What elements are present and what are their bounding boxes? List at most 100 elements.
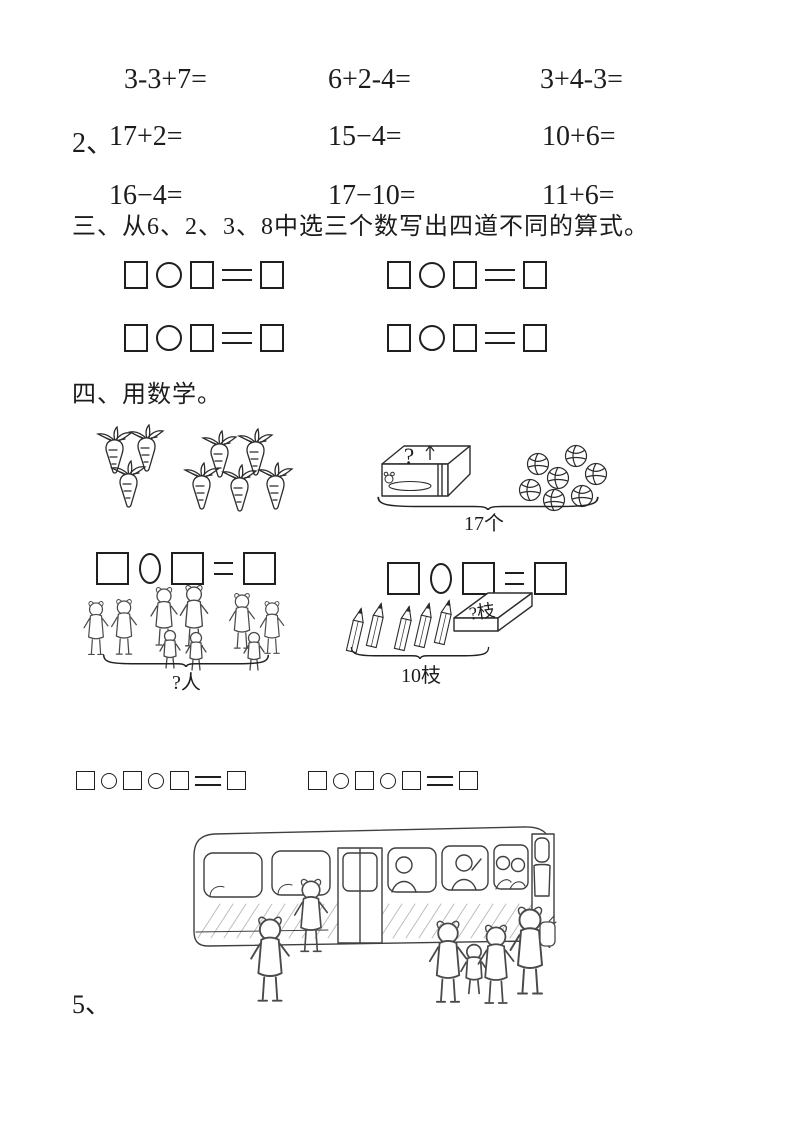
square-blank — [534, 562, 567, 595]
pencil-icon — [413, 602, 432, 649]
equals-sign — [222, 269, 252, 281]
pencil-total-label: 10枝 — [401, 665, 441, 687]
bottom-equation-template-left — [76, 771, 246, 790]
carrot-group-2 — [183, 428, 297, 516]
carrot-icon — [201, 430, 238, 478]
arith-problem: 3+4-3= — [540, 64, 623, 95]
circle-blank — [430, 563, 452, 594]
carrot-icon — [183, 462, 220, 510]
box-slot — [388, 480, 432, 492]
box-side-face — [447, 445, 471, 497]
arith-problem: 3-3+7= — [124, 64, 207, 95]
pencil-group-1 — [345, 602, 390, 660]
square-blank — [124, 324, 148, 352]
carrot-icon — [110, 460, 147, 508]
up-arrow-icon — [425, 445, 435, 460]
section-four-title: 四、用数学。 — [72, 382, 222, 408]
pencil-box-side — [497, 592, 533, 632]
arith-problem: 6+2-4= — [328, 64, 411, 95]
child-figure — [111, 598, 137, 655]
basketball-group — [512, 440, 610, 512]
carrot-icon — [221, 464, 258, 512]
circle-blank — [139, 553, 161, 584]
square-blank — [462, 562, 495, 595]
basketball-icon — [526, 452, 550, 476]
child-figure — [460, 943, 488, 995]
pencil-box-label: ?枝 — [467, 600, 497, 624]
circle-blank — [156, 262, 182, 288]
square-blank — [243, 552, 276, 585]
square-blank — [76, 771, 95, 790]
circle-blank — [333, 772, 349, 789]
carrot-icon — [96, 426, 133, 474]
bus-illustration — [193, 826, 557, 1004]
brace-pencils — [350, 646, 490, 659]
arith-problem: 11+6= — [542, 180, 615, 211]
equation-template-left — [96, 552, 276, 585]
carrot-icon — [128, 424, 165, 472]
children-total-label: ?人 — [172, 672, 201, 694]
square-blank — [402, 771, 421, 790]
pencil-icon — [393, 605, 412, 652]
brace-children — [102, 654, 270, 667]
child-figure — [259, 601, 285, 654]
square-blank — [260, 261, 284, 289]
small-mouse-doodle — [383, 471, 395, 484]
basketball-icon — [584, 462, 608, 486]
pencil-box-illustration — [453, 592, 533, 632]
square-blank — [190, 324, 214, 352]
equals-sign — [505, 572, 524, 585]
passenger-head — [391, 856, 417, 893]
passenger-head — [451, 854, 482, 891]
equals-sign — [427, 775, 453, 786]
square-blank — [453, 324, 477, 352]
equation-template-right — [387, 562, 567, 595]
square-blank — [260, 324, 284, 352]
pencil-group-2 — [393, 599, 458, 659]
passenger-head — [495, 855, 526, 890]
circle-blank — [419, 325, 445, 351]
square-blank — [124, 261, 148, 289]
basketball-icon — [564, 444, 588, 468]
square-blank — [355, 771, 374, 790]
square-blank — [523, 261, 547, 289]
pencil-icon — [345, 607, 364, 654]
bus-window — [271, 850, 331, 896]
equals-sign — [195, 775, 221, 786]
backpack — [539, 921, 556, 947]
equals-sign — [222, 332, 252, 344]
circle-blank — [419, 262, 445, 288]
circle-blank — [148, 772, 164, 789]
basketball-icon — [570, 484, 594, 508]
basketball-icon — [518, 478, 542, 502]
circle-blank — [156, 325, 182, 351]
item-number-5: 5、 — [72, 990, 112, 1019]
square-blank — [387, 324, 411, 352]
bus-middle-door — [337, 847, 383, 944]
square-blank — [190, 261, 214, 289]
equals-sign — [485, 332, 515, 344]
basketball-icon — [546, 466, 570, 490]
square-blank — [387, 261, 411, 289]
arith-problem: 17+2= — [109, 121, 183, 152]
child-figure — [83, 600, 109, 656]
basketball-icon — [542, 488, 566, 512]
square-blank — [227, 771, 246, 790]
square-blank — [523, 324, 547, 352]
blank-equation-template — [387, 261, 547, 289]
bus-window — [203, 852, 263, 898]
arith-problem: 16−4= — [109, 180, 183, 211]
basketball-total-label: 17个 — [464, 513, 504, 535]
carrot-icon — [237, 428, 274, 476]
square-blank — [170, 771, 189, 790]
square-blank — [387, 562, 420, 595]
square-blank — [459, 771, 478, 790]
square-blank — [453, 261, 477, 289]
box-question-mark: ? — [404, 444, 415, 469]
circle-blank — [101, 772, 117, 789]
square-blank — [123, 771, 142, 790]
arith-problem: 15−4= — [328, 121, 402, 152]
bottom-equation-template-right — [308, 771, 478, 790]
driver-seat — [534, 837, 550, 863]
